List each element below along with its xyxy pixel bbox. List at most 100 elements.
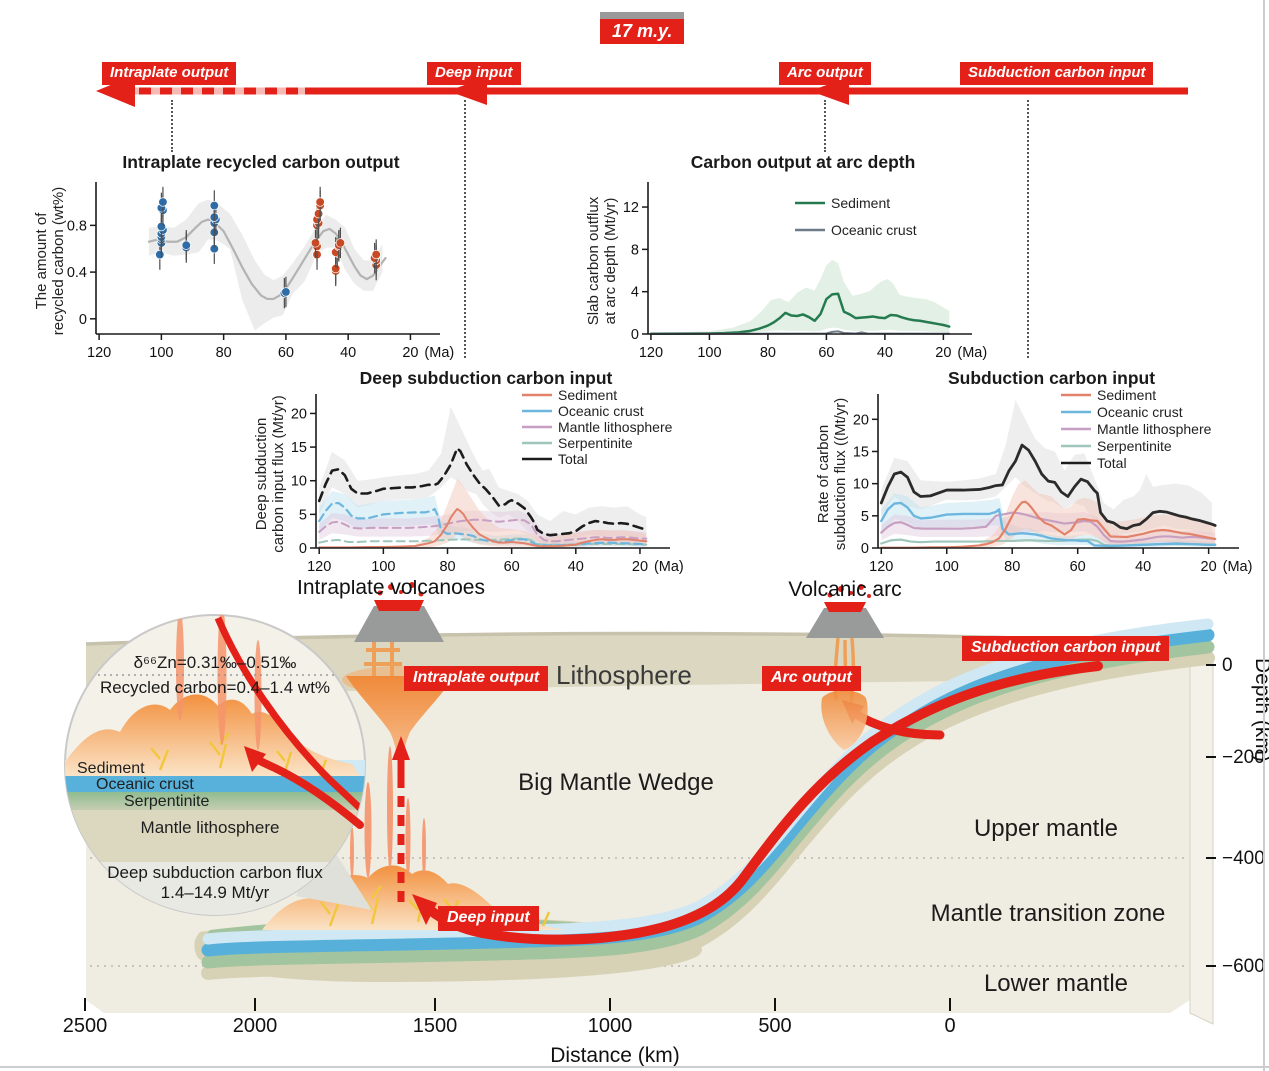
arrow-deep-rise-head-icon	[392, 736, 410, 760]
svg-text:Oceanic crust: Oceanic crust	[558, 403, 644, 419]
arc-volcano-icon	[806, 584, 884, 638]
svg-text:60: 60	[278, 345, 294, 361]
inset-label-serpentinite: Serpentinite	[124, 793, 209, 810]
svg-text:5: 5	[861, 509, 869, 525]
svg-text:20: 20	[1201, 559, 1217, 575]
intraplate-conduit-icon	[364, 640, 402, 676]
svg-text:120: 120	[869, 559, 893, 575]
label-lower-mantle: Lower mantle	[984, 970, 1128, 997]
svg-text:0: 0	[631, 327, 639, 343]
inset-conduit-curve	[214, 616, 365, 819]
svg-text:Subduction carbon input: Subduction carbon input	[948, 368, 1155, 388]
svg-text:Deep subduction carbon input: Deep subduction carbon input	[360, 368, 613, 388]
svg-text:4: 4	[631, 285, 639, 301]
connector-arc	[824, 100, 826, 152]
svg-text:Mantle lithosphere: Mantle lithosphere	[558, 419, 673, 435]
section-box-deep-input: Deep input	[438, 906, 539, 931]
svg-text:20: 20	[632, 559, 648, 575]
inset-flux-line1: Deep subduction carbon flux	[107, 863, 323, 882]
svg-text:80: 80	[216, 345, 232, 361]
depth-tick-0: 0	[1222, 655, 1233, 676]
svg-text:subduction flux ((Mt/yr): subduction flux ((Mt/yr)	[832, 398, 849, 551]
svg-text:Sediment: Sediment	[831, 195, 890, 211]
svg-text:0: 0	[861, 541, 869, 557]
inset-mantle-lithosphere-band	[65, 810, 365, 862]
duration-badge-label: 17 m.y.	[600, 19, 685, 44]
inset-arrow-head-icon	[244, 746, 266, 772]
svg-text:Carbon output at arc depth: Carbon output at arc depth	[691, 152, 916, 172]
distance-tick-1000: 1000	[588, 1015, 633, 1037]
figure-right-edge	[1263, 0, 1265, 1071]
svg-text:15: 15	[853, 444, 869, 460]
svg-text:Sediment: Sediment	[558, 387, 617, 403]
label-big-mantle-wedge: Big Mantle Wedge	[518, 769, 714, 796]
svg-text:recycled carbon (wt%): recycled carbon (wt%)	[50, 187, 67, 335]
label-upper-mantle: Upper mantle	[974, 815, 1118, 842]
figure-bottom-edge	[0, 1066, 1269, 1068]
svg-text:60: 60	[1070, 559, 1086, 575]
section-box-subduction-input: Subduction carbon input	[962, 636, 1170, 661]
svg-text:120: 120	[307, 559, 331, 575]
distance-tick-2000: 2000	[233, 1015, 278, 1037]
svg-text:100: 100	[149, 345, 173, 361]
svg-text:Sediment: Sediment	[1097, 387, 1156, 403]
svg-text:(Ma): (Ma)	[424, 345, 454, 361]
arc-melt-blob	[821, 690, 868, 750]
inset-flux-line2: 1.4–14.9 Mt/yr	[161, 883, 270, 902]
label-mantle-transition-zone: Mantle transition zone	[931, 900, 1166, 927]
svg-text:100: 100	[935, 559, 959, 575]
svg-text:80: 80	[439, 559, 455, 575]
svg-text:Serpentinite: Serpentinite	[1097, 438, 1172, 454]
svg-text:40: 40	[877, 345, 893, 361]
svg-text:100: 100	[371, 559, 395, 575]
magma-dikes-icon	[350, 746, 426, 878]
label-lithosphere: Lithosphere	[556, 660, 692, 690]
svg-text:20: 20	[935, 345, 951, 361]
svg-text:10: 10	[291, 474, 307, 490]
svg-text:120: 120	[87, 345, 111, 361]
svg-text:The amount of: The amount of	[33, 212, 50, 310]
distance-tick-0: 0	[944, 1015, 955, 1037]
svg-text:Oceanic crust: Oceanic crust	[831, 222, 917, 238]
arrow-subduction-flow	[425, 661, 1103, 945]
depth-axis-ticks	[1206, 664, 1216, 967]
svg-text:Deep subduction: Deep subduction	[253, 418, 270, 531]
duration-badge: 17 m.y.	[600, 12, 685, 44]
svg-text:8: 8	[631, 242, 639, 258]
depth-tick-200: −200	[1222, 747, 1265, 768]
svg-text:60: 60	[504, 559, 520, 575]
distance-tick-500: 500	[758, 1015, 791, 1037]
connector-subduction	[1027, 100, 1029, 358]
cross-section: δ⁶⁶Zn=0.31‰–0.51‰ Recycled carbon=0.4–1.…	[63, 580, 1269, 1067]
svg-text:Slab carbon outflux: Slab carbon outflux	[585, 196, 602, 325]
connector-intraplate	[171, 100, 173, 152]
svg-text:20: 20	[853, 412, 869, 428]
label-intraplate-volcanoes: Intraplate volcanoes	[297, 580, 485, 599]
svg-text:100: 100	[697, 345, 721, 361]
slab-sediment	[202, 618, 1214, 945]
label-volcanic-arc: Volcanic arc	[788, 580, 901, 601]
timeline-label-arc-output: Arc output	[779, 62, 871, 85]
svg-text:40: 40	[568, 559, 584, 575]
svg-text:120: 120	[639, 345, 663, 361]
timeline-label-deep-input: Deep input	[427, 62, 521, 85]
distance-tick-2500: 2500	[63, 1015, 108, 1037]
svg-text:Oceanic crust: Oceanic crust	[1097, 404, 1183, 420]
svg-text:10: 10	[853, 477, 869, 493]
inset-serpentinite-band	[65, 792, 365, 810]
svg-text:Mantle lithosphere: Mantle lithosphere	[1097, 421, 1212, 437]
timeline-label-intraplate-output: Intraplate output	[102, 62, 237, 85]
svg-text:0.4: 0.4	[67, 265, 87, 281]
inset-label-sediment: Sediment	[77, 760, 145, 777]
svg-text:0: 0	[79, 312, 87, 328]
section-box-intraplate-output: Intraplate output	[404, 666, 549, 691]
inset-label-oceanic-crust: Oceanic crust	[96, 776, 194, 793]
intraplate-volcano-icon	[354, 582, 444, 642]
svg-text:(Ma): (Ma)	[957, 345, 987, 361]
section-box-arc-output: Arc output	[762, 666, 861, 691]
connector-deep	[464, 100, 466, 358]
